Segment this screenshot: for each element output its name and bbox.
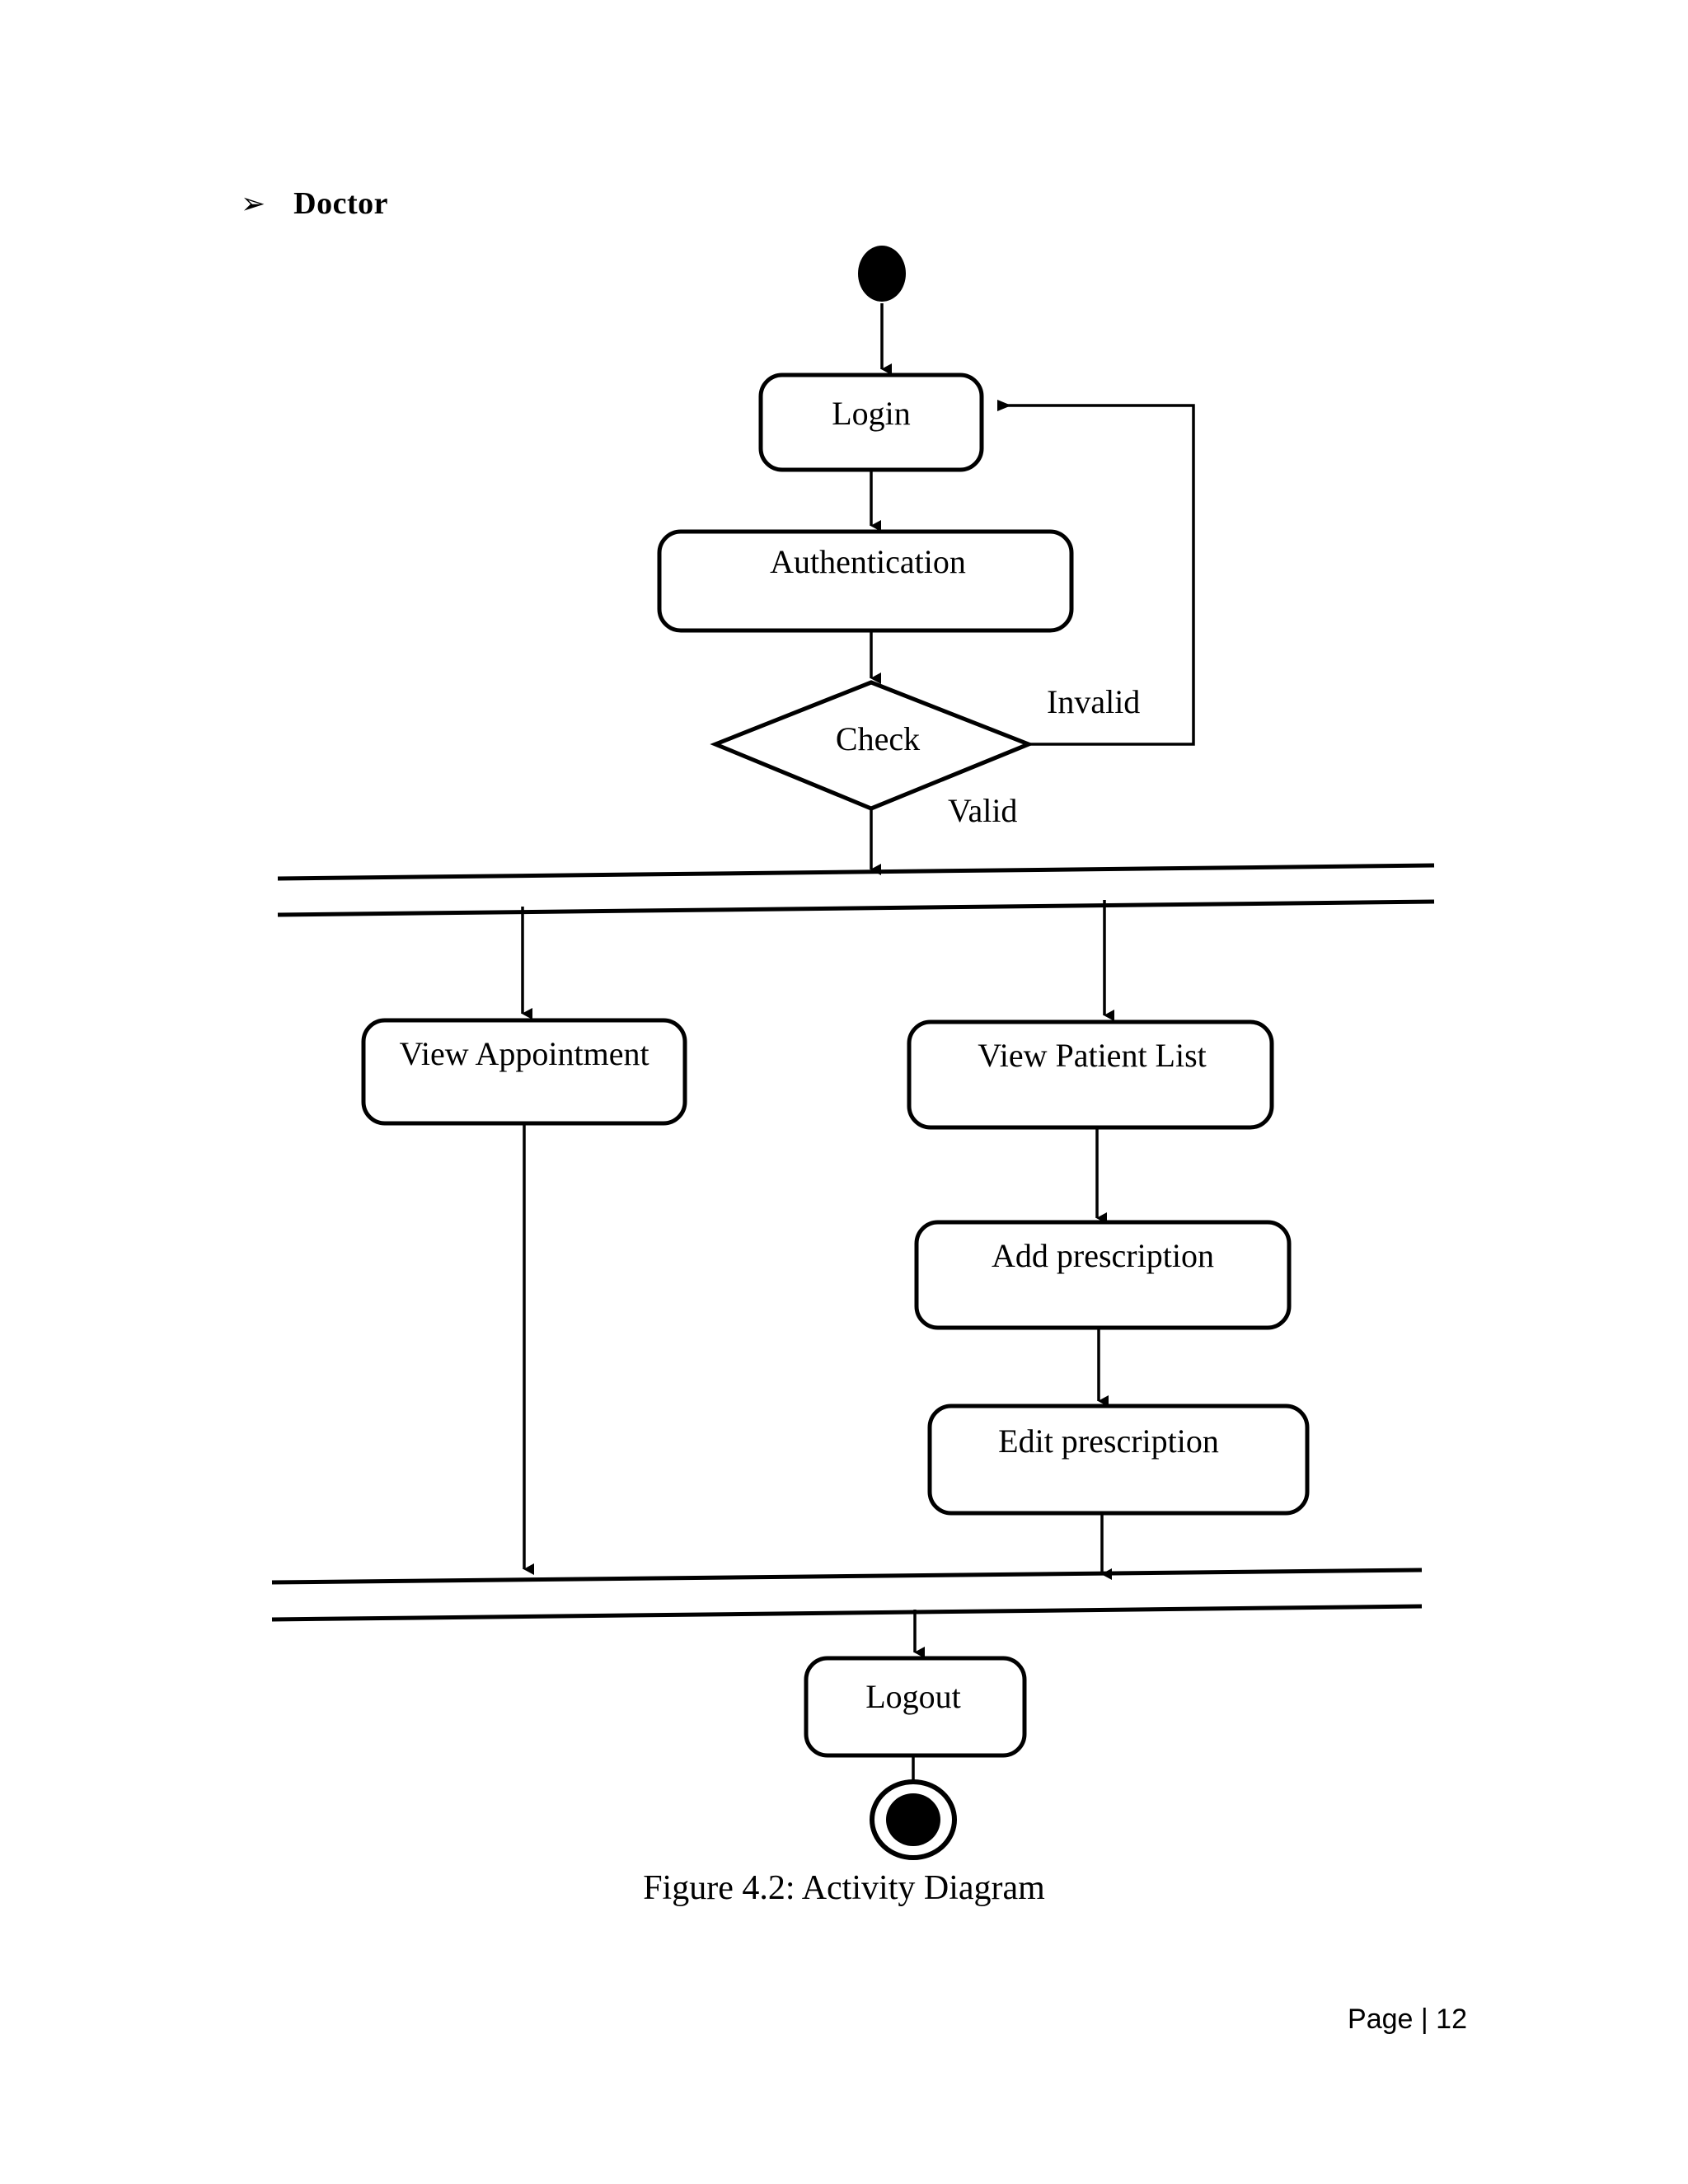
join-bar-top (271, 1568, 1423, 1585)
action-label-view-patient-list: View Patient List (978, 1037, 1207, 1074)
page-footer: Page | 12 (1348, 2004, 1467, 2035)
figure-caption: Figure 4.2: Activity Diagram (643, 1869, 1045, 1907)
action-label-login: Login (832, 395, 911, 432)
heading-label: Doctor (293, 186, 389, 221)
guard-label-invalid: Invalid (1047, 683, 1140, 720)
action-label-view-appointment: View Appointment (399, 1035, 649, 1072)
section-heading: ➢ Doctor (241, 188, 388, 219)
final-node-core (886, 1793, 940, 1846)
activity-diagram: Login Authentication Check Invalid Valid… (271, 246, 1435, 1860)
arrow-bullet-icon: ➢ (241, 187, 266, 221)
fork-bar-bottom (277, 899, 1435, 917)
action-node-logout[interactable] (804, 1656, 1027, 1758)
edge-check-invalid-to-login (997, 400, 1195, 746)
action-label-edit-prescription: Edit prescription (998, 1422, 1219, 1460)
action-label-logout: Logout (865, 1678, 961, 1715)
initial-node (858, 246, 906, 302)
action-node-add-prescription[interactable] (914, 1220, 1292, 1330)
fork-bar-top (277, 863, 1435, 881)
decision-label-check: Check (836, 720, 920, 757)
action-node-edit-prescription[interactable] (927, 1404, 1310, 1516)
action-label-authentication: Authentication (770, 543, 966, 580)
action-label-add-prescription: Add prescription (992, 1237, 1214, 1274)
action-node-view-patient-list[interactable] (907, 1019, 1274, 1130)
join-bar-bottom (271, 1604, 1423, 1622)
guard-label-valid: Valid (948, 792, 1017, 829)
action-node-authentication[interactable] (657, 529, 1074, 633)
